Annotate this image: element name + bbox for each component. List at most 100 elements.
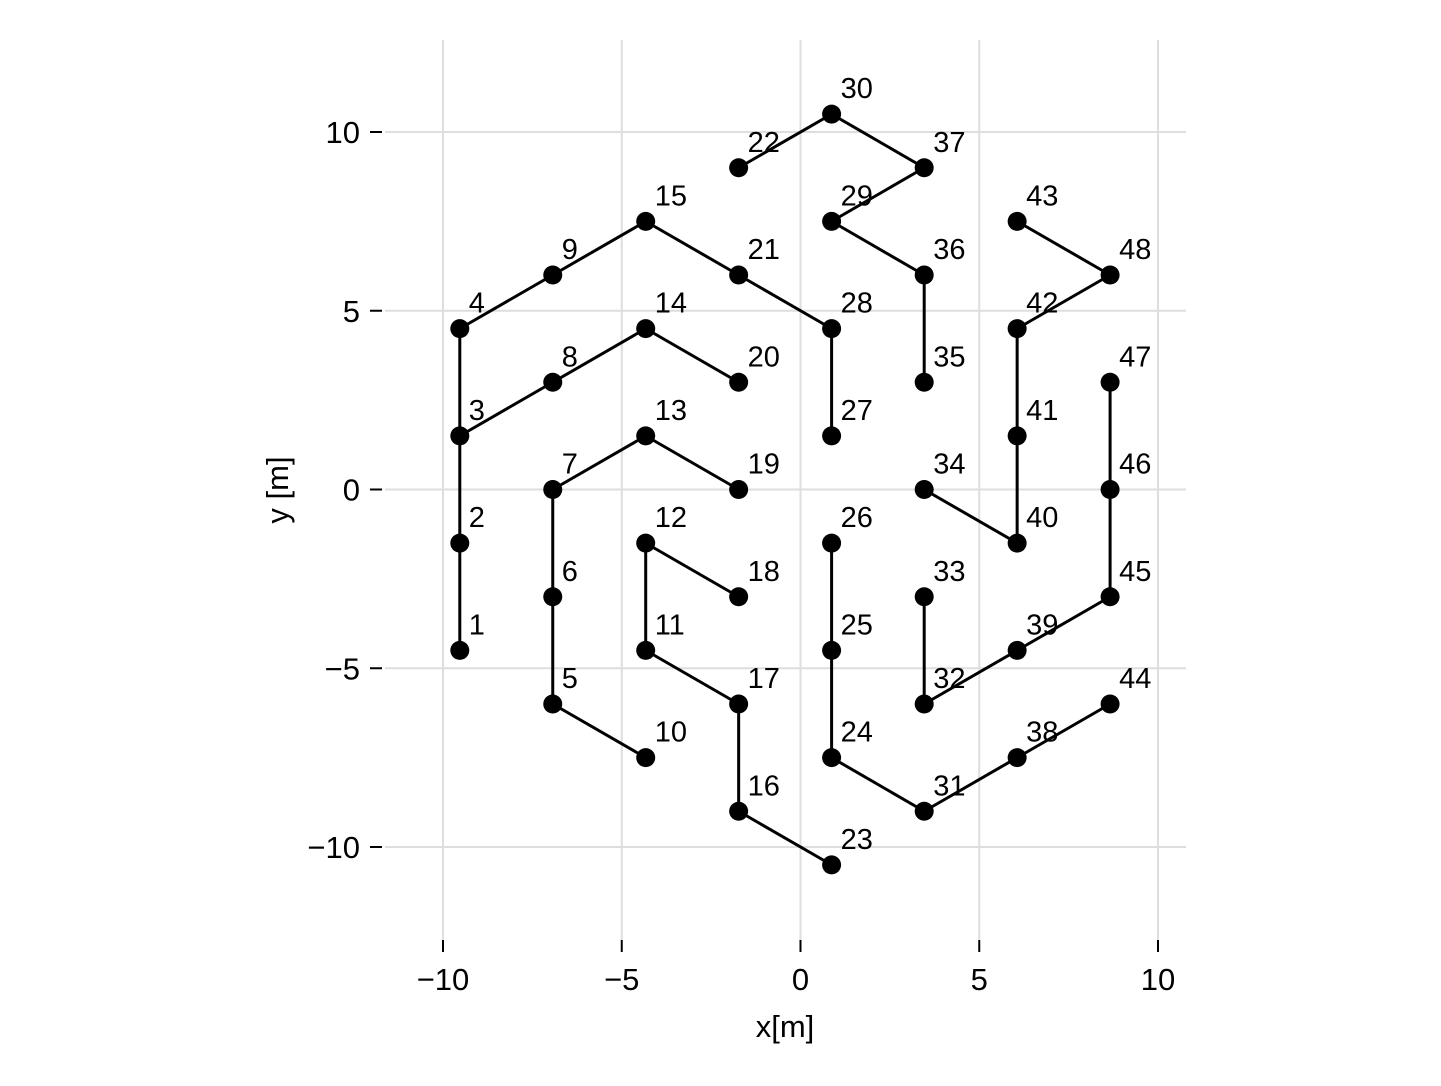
point-label: 15 — [655, 180, 687, 212]
data-point — [450, 319, 470, 339]
data-point — [729, 265, 749, 285]
data-point — [543, 694, 563, 714]
data-point — [729, 372, 749, 392]
data-point — [1007, 533, 1027, 553]
chain-segment — [644, 327, 740, 384]
chain-lines — [458, 112, 1112, 867]
chain-segment — [1016, 702, 1111, 759]
point-label: 4 — [469, 288, 485, 320]
point-label: 31 — [933, 770, 965, 802]
y-tick-label: −10 — [307, 830, 360, 865]
data-point — [1007, 211, 1027, 231]
point-label: 24 — [841, 717, 873, 749]
x-tick-label: 0 — [792, 962, 809, 997]
data-point — [914, 801, 934, 821]
data-point — [914, 694, 934, 714]
data-point — [450, 533, 470, 553]
point-label: 18 — [748, 556, 780, 588]
point-label: 37 — [933, 127, 965, 159]
chain-segment — [644, 434, 740, 491]
data-point — [729, 158, 749, 178]
chain-segment — [737, 112, 833, 170]
y-tick-label: 0 — [343, 473, 360, 508]
y-tick-label: −5 — [325, 651, 360, 686]
point-label: 43 — [1026, 180, 1058, 212]
point-label: 16 — [748, 770, 780, 802]
x-tick-label: 10 — [1141, 962, 1175, 997]
chain-segment — [830, 112, 925, 170]
point-label: 33 — [933, 556, 965, 588]
data-point — [729, 480, 749, 499]
point-label: 8 — [562, 341, 578, 373]
point-label: 17 — [748, 663, 780, 695]
point-label: 38 — [1026, 717, 1058, 749]
data-point — [914, 158, 934, 178]
data-point — [729, 801, 749, 821]
data-point — [914, 265, 934, 285]
point-label: 28 — [841, 288, 873, 320]
data-point — [636, 640, 656, 660]
chain-segment — [552, 327, 647, 384]
data-point — [1100, 587, 1120, 607]
data-point — [1007, 426, 1027, 446]
point-label: 30 — [841, 73, 873, 105]
point-label: 29 — [841, 180, 873, 212]
point-label: 25 — [841, 609, 873, 641]
point-label: 39 — [1026, 609, 1058, 641]
data-point — [822, 319, 842, 339]
y-axis-label: y [m] — [260, 456, 295, 523]
chain-segment — [552, 434, 647, 491]
data-point — [914, 372, 934, 392]
data-point — [543, 480, 563, 499]
data-point — [822, 855, 842, 875]
chain-segment — [830, 166, 925, 223]
y-tick-label: 5 — [343, 294, 360, 329]
point-label: 19 — [748, 449, 780, 481]
point-label: 21 — [748, 234, 780, 266]
point-label: 2 — [469, 502, 485, 534]
point-label: 34 — [933, 449, 965, 481]
point-label: 36 — [933, 234, 965, 266]
data-point — [1007, 748, 1027, 768]
point-label: 40 — [1026, 502, 1058, 534]
chain-segment — [737, 273, 833, 330]
x-tick-label: −10 — [417, 962, 470, 997]
chain-segment — [923, 488, 1018, 545]
point-label: 11 — [655, 609, 685, 641]
data-point — [1100, 694, 1120, 714]
point-label: 20 — [748, 341, 780, 373]
point-label: 13 — [655, 395, 687, 427]
data-point — [636, 319, 656, 339]
point-label: 47 — [1119, 341, 1151, 373]
data-point — [822, 211, 842, 231]
point-label: 45 — [1119, 556, 1151, 588]
point-label: 22 — [748, 127, 780, 159]
x-axis-label: x[m] — [756, 1009, 815, 1044]
point-label: 27 — [841, 395, 873, 427]
point-label: 3 — [469, 395, 485, 427]
chain-segment — [459, 380, 554, 438]
data-point — [729, 587, 749, 607]
data-point — [729, 694, 749, 714]
point-label: 7 — [562, 449, 578, 481]
chain-segment — [923, 756, 1018, 813]
point-label: 5 — [562, 663, 578, 695]
chain-segment — [737, 809, 833, 867]
data-point — [1100, 372, 1120, 392]
y-tick-label: 10 — [326, 115, 360, 150]
data-point — [822, 640, 842, 660]
data-point — [914, 587, 934, 607]
chain-segment — [552, 702, 647, 759]
x-tick-label: 5 — [971, 962, 988, 997]
point-label: 35 — [933, 341, 965, 373]
chain-segment — [644, 541, 740, 599]
data-point — [1100, 480, 1120, 499]
data-point — [1100, 265, 1120, 285]
data-point — [543, 372, 563, 392]
chain-segment — [830, 756, 925, 813]
point-label: 48 — [1119, 234, 1151, 266]
point-label: 46 — [1119, 449, 1151, 481]
point-label: 14 — [655, 288, 687, 320]
